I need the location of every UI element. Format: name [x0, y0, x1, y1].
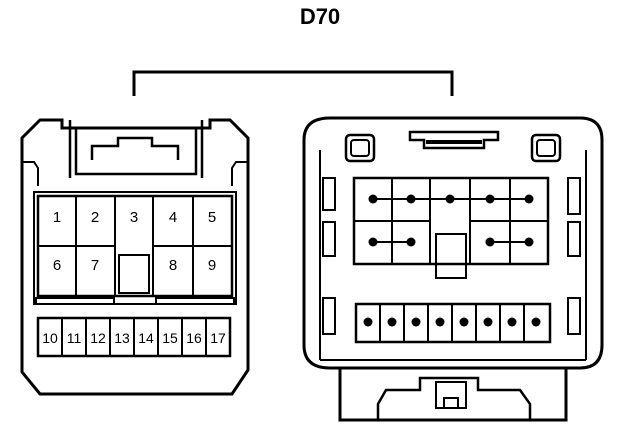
- cavity-plug: [118, 254, 150, 294]
- left-connector: [20, 118, 250, 396]
- pin-label: 8: [169, 257, 177, 274]
- pin-label: 9: [208, 257, 216, 274]
- pin-dot: [435, 317, 445, 327]
- left-connector-latch: [68, 120, 204, 178]
- pin-label: 6: [53, 257, 61, 274]
- left-connector-housing: [20, 118, 250, 396]
- right-connector-bottom-shroud: [338, 368, 568, 422]
- pin-dot: [531, 317, 541, 327]
- pin-label: 13: [114, 330, 130, 346]
- pin-label: 14: [138, 330, 154, 346]
- pin-dot: [363, 317, 373, 327]
- pin-dot: [411, 317, 421, 327]
- pin-label: 7: [91, 257, 99, 274]
- harness-cavity-plug: [435, 233, 467, 279]
- diagram-title: D70: [299, 4, 341, 29]
- right-pin-dots: [363, 194, 541, 327]
- pin-label: 4: [169, 209, 177, 226]
- right-connector: [302, 116, 604, 422]
- pin-label: 12: [90, 330, 106, 346]
- pin-label: 2: [91, 209, 99, 226]
- pin-label: 5: [208, 209, 216, 226]
- pin-label: 15: [162, 330, 178, 346]
- pin-label: 1: [53, 209, 61, 226]
- pin-label: 10: [42, 330, 58, 346]
- pin-dot: [387, 317, 397, 327]
- right-connector-housing: [302, 116, 604, 370]
- left-connector-latch-tab: [90, 136, 180, 160]
- connector-bracket: [132, 70, 454, 96]
- pin-dot: [459, 317, 469, 327]
- pin-label: 3: [130, 209, 138, 226]
- pin-label: 16: [186, 330, 202, 346]
- pin-label: 17: [210, 330, 226, 346]
- pin-dot: [507, 317, 517, 327]
- pin-dot: [483, 317, 493, 327]
- pin-label: 11: [67, 330, 82, 346]
